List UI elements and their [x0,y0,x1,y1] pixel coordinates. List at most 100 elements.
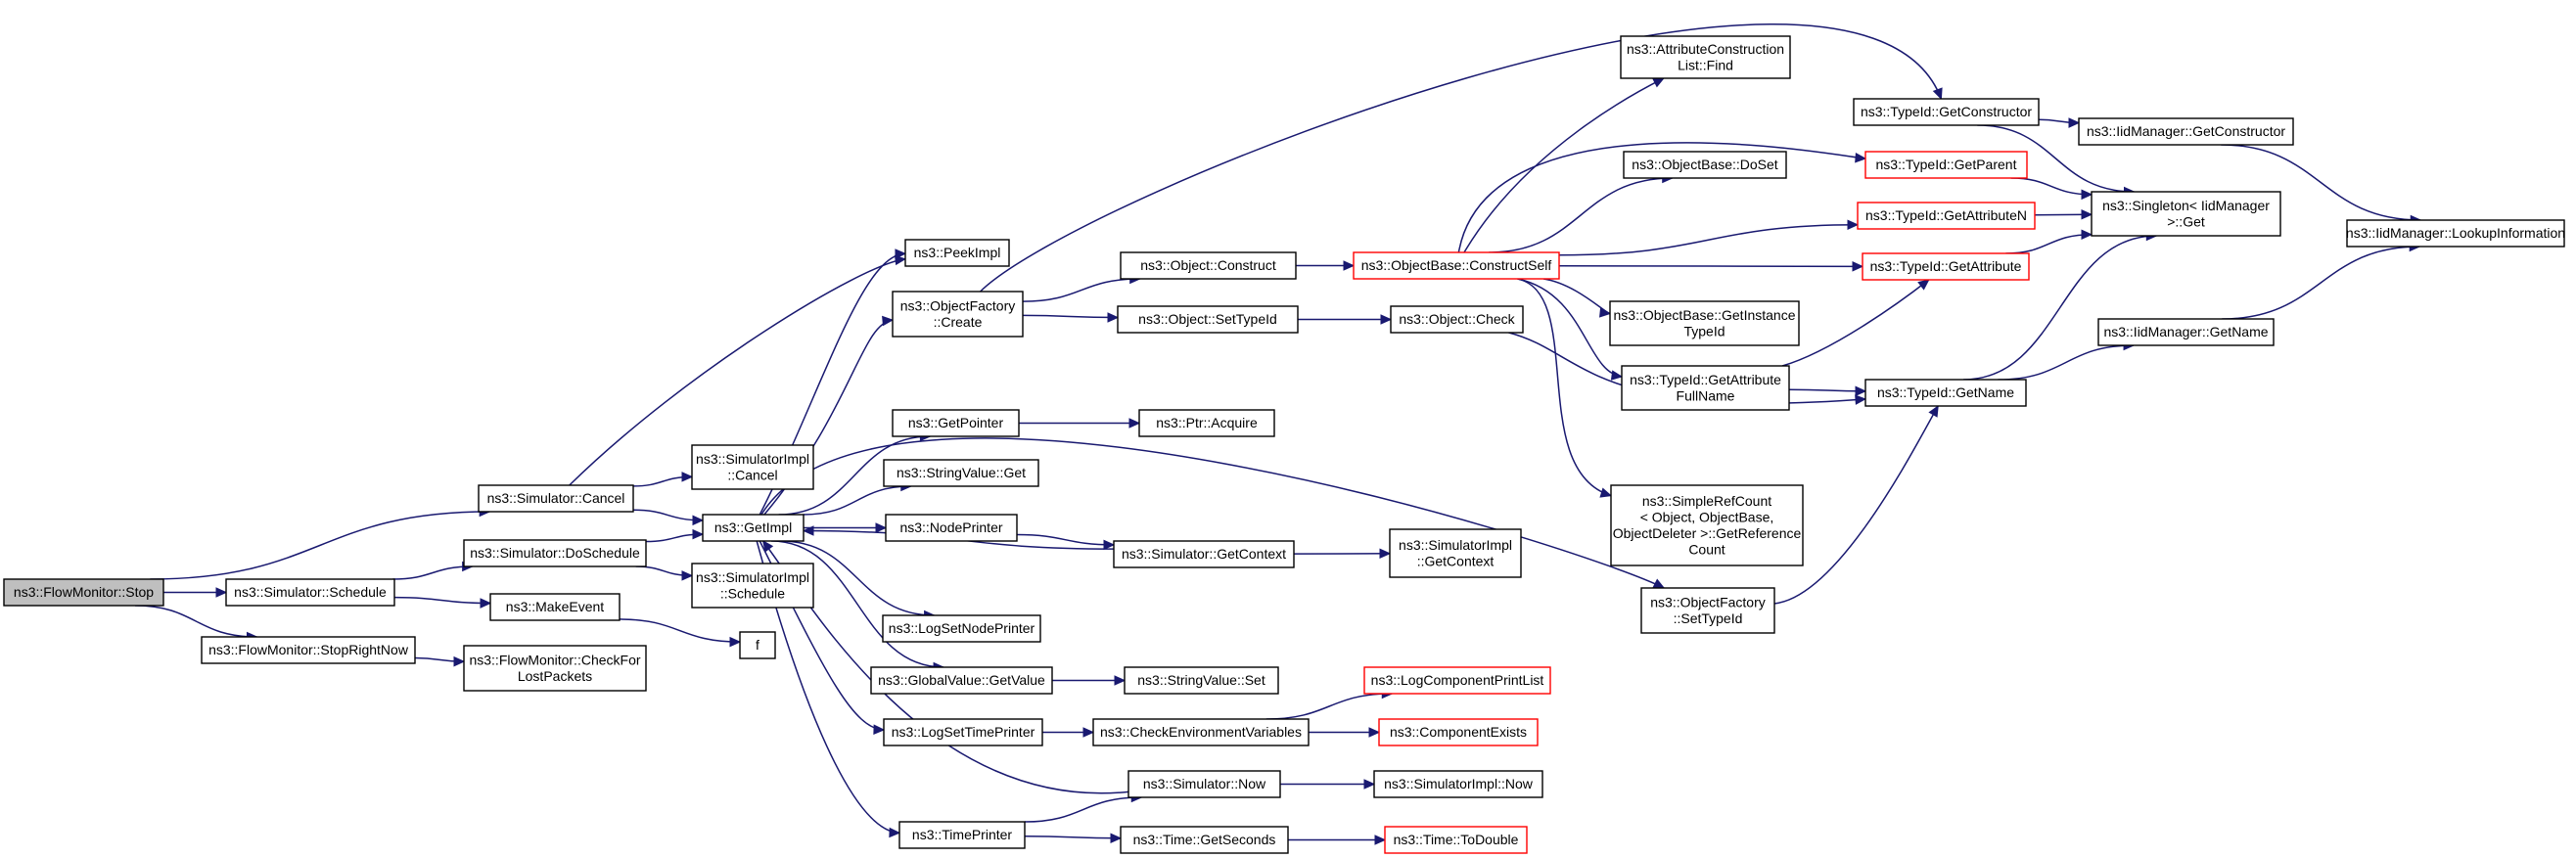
node-box[interactable] [702,514,805,542]
node-box[interactable] [463,645,647,692]
node-box[interactable] [1113,540,1295,568]
node-box[interactable] [1620,35,1791,79]
node-flowmonitor_stoprightnow[interactable]: ns3::FlowMonitor::StopRightNow [201,636,416,664]
node-box[interactable] [489,593,621,621]
node-componentexists[interactable]: ns3::ComponentExists [1378,718,1539,746]
node-iidmanager_getconstructor[interactable]: ns3::IidManager::GetConstructor [2078,117,2294,146]
node-box[interactable] [478,484,634,513]
node-typeid_getparent[interactable]: ns3::TypeId::GetParent [1864,151,2028,179]
node-box[interactable] [1363,666,1551,695]
node-stringvalue_set[interactable]: ns3::StringValue::Set [1124,666,1279,695]
node-typeid_getattribute[interactable]: ns3::TypeId::GetAttribute [1862,252,2030,281]
node-box[interactable] [898,821,1026,849]
node-box[interactable] [1124,666,1279,695]
node-box[interactable] [2097,318,2275,346]
node-peekimpl[interactable]: ns3::PeekImpl [904,239,1010,267]
node-logcomponentprintlist[interactable]: ns3::LogComponentPrintList [1363,666,1551,695]
node-simulator_getcontext[interactable]: ns3::Simulator::GetContext [1113,540,1295,568]
node-box[interactable] [1092,718,1310,746]
node-box[interactable] [1609,300,1800,346]
node-simulatorimpl_cancel[interactable]: ns3::SimulatorImpl::Cancel [691,444,814,490]
node-box[interactable] [2346,219,2565,248]
node-box[interactable] [1120,251,1297,280]
node-box[interactable] [1853,98,2040,126]
node-box[interactable] [2091,191,2281,237]
node-box[interactable] [1862,252,2030,281]
node-checkenvironmentvariables[interactable]: ns3::CheckEnvironmentVariables [1092,718,1310,746]
node-box[interactable] [1138,409,1275,437]
node-stringvalue_get[interactable]: ns3::StringValue::Get [883,459,1039,487]
node-object_construct[interactable]: ns3::Object::Construct [1120,251,1297,280]
node-simulatorimpl_getcontext[interactable]: ns3::SimulatorImpl::GetContext [1389,528,1522,578]
node-logsetnodeprinter[interactable]: ns3::LogSetNodePrinter [882,614,1041,643]
node-simulatorimpl_now[interactable]: ns3::SimulatorImpl::Now [1373,770,1543,798]
node-box[interactable] [1390,305,1524,334]
node-time_getseconds[interactable]: ns3::Time::GetSeconds [1120,826,1289,854]
node-box[interactable] [201,636,416,664]
node-box[interactable] [882,614,1041,643]
node-box[interactable] [463,539,647,567]
node-box[interactable] [1864,151,2028,179]
node-box[interactable] [883,718,1043,746]
node-box[interactable] [225,578,395,607]
node-logsettimeprinter[interactable]: ns3::LogSetTimePrinter [883,718,1043,746]
node-box[interactable] [1864,379,2027,407]
node-box[interactable] [1117,305,1299,334]
node-objectbase_doset[interactable]: ns3::ObjectBase::DoSet [1623,151,1787,179]
node-flowmonitor_stop[interactable]: ns3::FlowMonitor::Stop [3,578,164,607]
node-simulator_schedule[interactable]: ns3::Simulator::Schedule [225,578,395,607]
node-ptr_acquire[interactable]: ns3::Ptr::Acquire [1138,409,1275,437]
node-iidmanager_lookupinformation[interactable]: ns3::IidManager::LookupInformation [2346,219,2565,248]
node-getpointer[interactable]: ns3::GetPointer [892,409,1020,437]
node-box[interactable] [883,459,1039,487]
node-box[interactable] [691,444,814,490]
node-box[interactable] [1378,718,1539,746]
node-box[interactable] [885,514,1018,542]
node-box[interactable] [1120,826,1289,854]
node-objectfactory_settypeid[interactable]: ns3::ObjectFactory::SetTypeId [1640,587,1775,634]
node-simulator_doschedule[interactable]: ns3::Simulator::DoSchedule [463,539,647,567]
node-nodeprinter[interactable]: ns3::NodePrinter [885,514,1018,542]
node-box[interactable] [870,666,1053,695]
node-box[interactable] [2078,117,2294,146]
node-objectbase_constructself[interactable]: ns3::ObjectBase::ConstructSelf [1353,251,1560,280]
node-box[interactable] [1857,202,2036,230]
node-timeprinter[interactable]: ns3::TimePrinter [898,821,1026,849]
node-box[interactable] [1373,770,1543,798]
node-simulator_cancel[interactable]: ns3::Simulator::Cancel [478,484,634,513]
node-box[interactable] [1640,587,1775,634]
node-box[interactable] [892,409,1020,437]
node-box[interactable] [1389,528,1522,578]
node-box[interactable] [1353,251,1560,280]
node-simulator_now[interactable]: ns3::Simulator::Now [1127,770,1281,798]
node-simplerefcount_getreferencecount[interactable]: ns3::SimpleRefCount< Object, ObjectBase,… [1610,484,1804,566]
node-box[interactable] [1127,770,1281,798]
node-box[interactable] [1384,826,1528,854]
node-makeevent[interactable]: ns3::MakeEvent [489,593,621,621]
node-typeid_getconstructor[interactable]: ns3::TypeId::GetConstructor [1853,98,2040,126]
node-f[interactable]: f [739,631,776,659]
node-object_check[interactable]: ns3::Object::Check [1390,305,1524,334]
node-box[interactable] [691,563,814,609]
node-typeid_getname[interactable]: ns3::TypeId::GetName [1864,379,2027,407]
node-getimpl[interactable]: ns3::GetImpl [702,514,805,542]
node-box[interactable] [3,578,164,607]
node-box[interactable] [1610,484,1804,566]
node-simulatorimpl_schedule[interactable]: ns3::SimulatorImpl::Schedule [691,563,814,609]
node-box[interactable] [739,631,776,659]
node-typeid_getattributen[interactable]: ns3::TypeId::GetAttributeN [1857,202,2036,230]
node-objectfactory_create[interactable]: ns3::ObjectFactory::Create [892,291,1024,338]
node-time_todouble[interactable]: ns3::Time::ToDouble [1384,826,1528,854]
node-object_settypeid[interactable]: ns3::Object::SetTypeId [1117,305,1299,334]
node-globalvalue_getvalue[interactable]: ns3::GlobalValue::GetValue [870,666,1053,695]
node-box[interactable] [1621,365,1790,411]
node-box[interactable] [1623,151,1787,179]
node-singleton_iidmanager_get[interactable]: ns3::Singleton< IidManager>::Get [2091,191,2281,237]
node-box[interactable] [892,291,1024,338]
node-box[interactable] [904,239,1010,267]
node-iidmanager_getname[interactable]: ns3::IidManager::GetName [2097,318,2275,346]
